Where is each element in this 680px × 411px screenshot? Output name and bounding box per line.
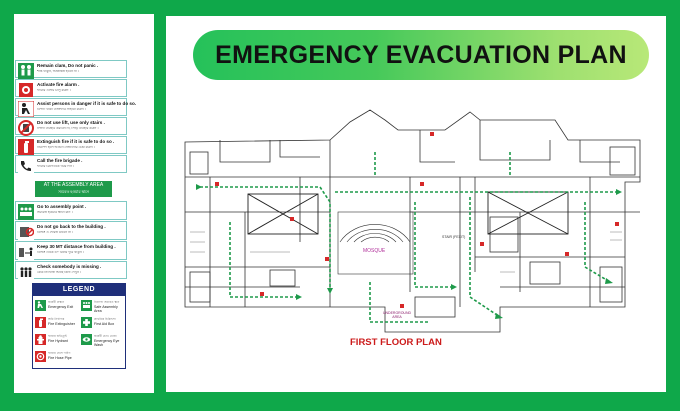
distance-icon: [18, 244, 34, 260]
legend-item-label: Emergency Eye Wash: [94, 339, 120, 347]
instruction-subtitle: নিরাপদ হলে আগুন নেভানোর চেষ্টা করুন ।: [37, 146, 95, 149]
stair-label: STAIR (FEXIT): [442, 235, 466, 239]
instruction-title: Extinguish fire if it is safe to do so .: [37, 139, 115, 144]
legend-item-subtitle: ফায়ার হাইড্রেন্ট: [48, 334, 68, 338]
fire-alarm-icon: [19, 83, 33, 97]
legend-item-subtitle: প্রাথমিক চিকিৎসা: [94, 317, 116, 321]
exit-icon: [35, 300, 46, 311]
legend-item-subtitle: ফায়ার হোস পাইপ: [48, 351, 71, 355]
calm-people-icon: [18, 63, 34, 79]
page-title: EMERGENCY EVACUATION PLAN: [215, 40, 627, 69]
assembly-banner-title: AT THE ASSEMBLY AREA: [43, 182, 104, 188]
legend-item: নিরাপদ সমবেত স্থান Safe Assembly Area: [80, 299, 126, 314]
instruction-item: Activate fire alarm . ফায়ার এলার্ম চালু…: [15, 79, 127, 97]
instruction-subtitle: ফায়ার ব্রিগেডকে খবর দিন ।: [37, 165, 75, 168]
legend-item: জরুরী চোখ ধোয়া Emergency Eye Wash: [80, 333, 126, 348]
assembly-banner-subtitle: সমবেত হওয়ার স্থানে: [58, 190, 89, 194]
no-lift-icon: [18, 120, 34, 136]
mosque-label: MOSQUE: [363, 248, 386, 254]
instruction-subtitle: বিল্ডিং এ ফেরত যাবেন না ।: [37, 231, 74, 234]
assembly-point-icon: [18, 204, 34, 220]
instruction-subtitle: ফায়ার এলার্ম চালু করুন ।: [37, 89, 71, 92]
title-banner: EMERGENCY EVACUATION PLAN: [193, 30, 649, 80]
instruction-subtitle: বিপদে থাকা ব্যক্তিদের সাহায্য করুন ।: [37, 108, 86, 111]
legend-item-label: Fire Extinguisher: [48, 322, 75, 326]
panel-divider: [157, 0, 166, 411]
legend-box: LEGEND জরুরী প্রস্থান Emergency Exit নির…: [32, 283, 126, 369]
legend-item-subtitle: জরুরী প্রস্থান: [48, 300, 65, 304]
area-label: UNDERGROUND AREA: [377, 311, 417, 319]
area-label-line1: UNDERGROUND: [383, 311, 411, 315]
fire-extinguisher-icon: [35, 317, 46, 328]
assembly-icon: [81, 300, 92, 311]
extinguisher-icon: [18, 139, 34, 155]
instruction-item: Assist persons in danger if it is safe t…: [15, 98, 136, 117]
instruction-title: Remain clam, Do not panic .: [37, 63, 99, 68]
instruction-title: Do not go back to the building .: [37, 224, 106, 229]
instruction-title: Keep 30 MT distance from building .: [37, 244, 116, 249]
instruction-title: Go to assembly point .: [37, 204, 87, 209]
legend-item-label: First Aid Box: [94, 322, 115, 326]
instruction-item: Do not use lift, use only stairs . লিফট …: [15, 117, 127, 136]
instruction-subtitle: বিল্ডিং থেকে ৩০ মিটার দূরে থাকুন ।: [37, 251, 84, 254]
instruction-item: Keep 30 MT distance from building . বিল্…: [15, 241, 127, 260]
instruction-title: Activate fire alarm .: [37, 82, 80, 87]
legend-item: ফায়ার হাইড্রেন্ট Fire Hydrant: [34, 333, 80, 348]
legend-title: LEGEND: [33, 284, 125, 296]
first-aid-icon: [81, 317, 92, 328]
headcount-icon: [18, 264, 34, 280]
phone-icon: [18, 158, 34, 174]
legend-item-subtitle: নিরাপদ সমবেত স্থান: [94, 300, 120, 304]
instruction-item: Remain clam, Do not panic . শান্ত থাকুন,…: [15, 60, 127, 79]
instruction-item: Go to assembly point . সমবেত হওয়ার স্থা…: [15, 201, 127, 220]
legend-item: জরুরী প্রস্থান Emergency Exit: [34, 299, 80, 314]
no-return-icon: [18, 224, 34, 240]
legend-item-subtitle: জরুরী চোখ ধোয়া: [94, 334, 117, 338]
instruction-item: Check somebody is missing . কেউ নিখোঁজ আ…: [15, 261, 127, 280]
eye-wash-icon: [81, 334, 92, 345]
instruction-item: Call the fire brigade . ফায়ার ব্রিগেডকে…: [15, 155, 127, 174]
fire-hose-icon: [35, 351, 46, 362]
instruction-item: Extinguish fire if it is safe to do so .…: [15, 136, 127, 155]
instruction-title: Check somebody is missing .: [37, 264, 102, 269]
floor-plan-drawing: [184, 109, 641, 333]
legend-item-label: Safe Assembly Area: [94, 305, 118, 313]
instruction-item: Do not go back to the building . বিল্ডিং…: [15, 221, 127, 240]
legend-item-label: Emergency Exit: [48, 305, 74, 309]
floor-plan-label: FIRST FLOOR PLAN: [350, 337, 442, 348]
legend-item: অগ্নি নির্বাপক Fire Extinguisher: [34, 316, 80, 331]
instruction-title: Assist persons in danger if it is safe t…: [37, 101, 137, 106]
legend-item: ফায়ার হোস পাইপ Fire Hose Pipe: [34, 350, 80, 365]
legend-item-label: Fire Hose Pipe: [48, 356, 72, 360]
instruction-subtitle: সমবেত হওয়ার স্থানে যান ।: [37, 211, 73, 214]
assembly-area-banner: AT THE ASSEMBLY AREA সমবেত হওয়ার স্থানে: [35, 181, 112, 197]
assist-person-icon: [18, 101, 34, 117]
legend-item: প্রাথমিক চিকিৎসা First Aid Box: [80, 316, 126, 331]
legend-item-subtitle: অগ্নি নির্বাপক: [48, 317, 65, 321]
area-label-line2: AREA: [392, 315, 402, 320]
instruction-title: Call the fire brigade .: [37, 158, 83, 163]
instruction-subtitle: শান্ত থাকুন, আতঙ্কিত হবেন না ।: [37, 70, 79, 73]
legend-item-label: Fire Hydrant: [48, 339, 68, 343]
fire-hydrant-icon: [35, 334, 46, 345]
instruction-subtitle: লিফট ব্যবহার করবেন না, সিঁড়ি ব্যবহার কর…: [37, 127, 99, 130]
instruction-subtitle: কেউ নিখোঁজ আছে কিনা দেখুন ।: [37, 271, 82, 274]
instruction-title: Do not use lift, use only stairs .: [37, 120, 105, 125]
